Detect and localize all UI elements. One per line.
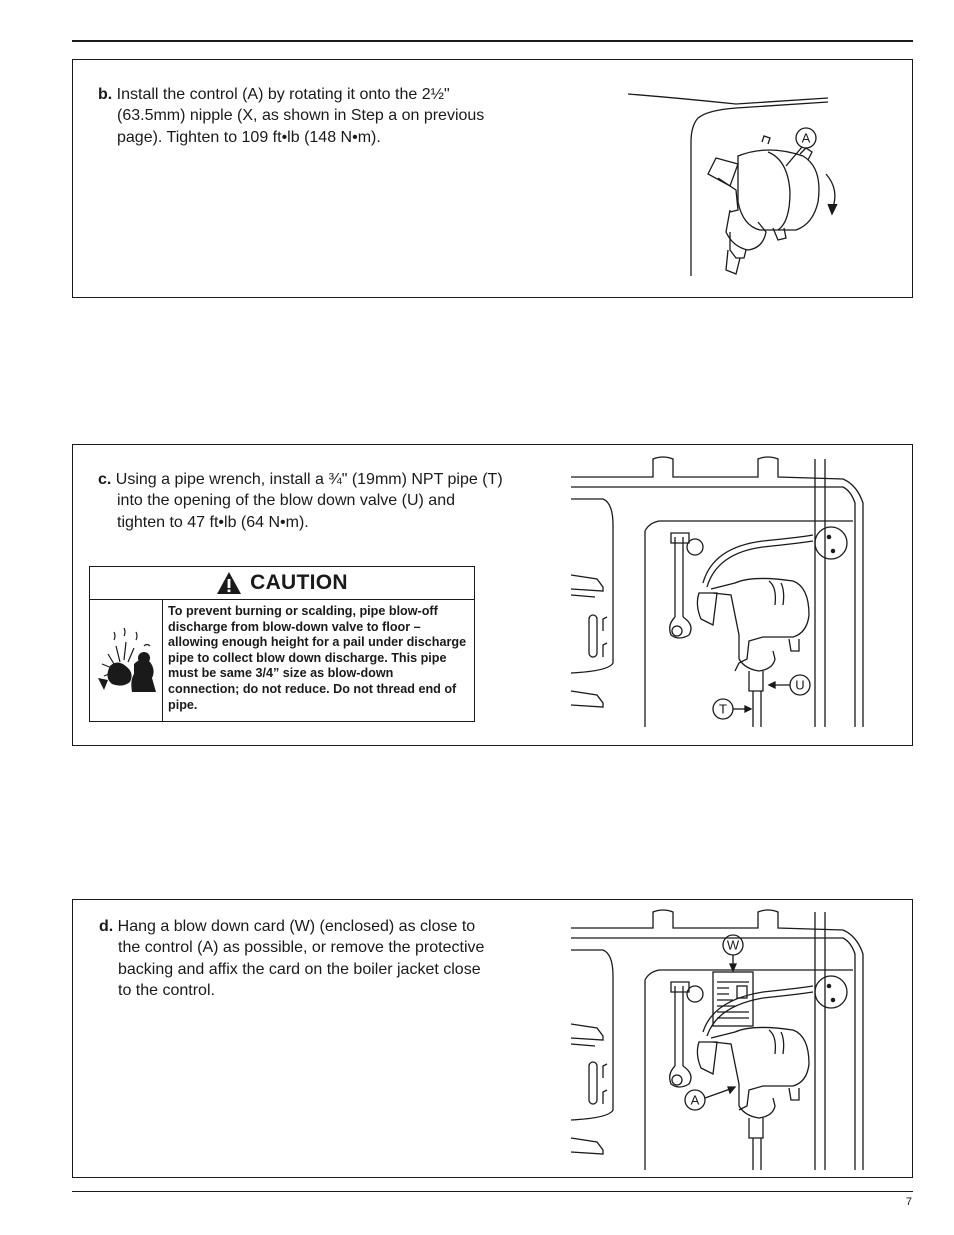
caution-title: CAUTION xyxy=(250,571,348,594)
caution-box: CAUTION To prevent burning or scalding, … xyxy=(89,566,475,722)
caution-header: CAUTION xyxy=(90,567,474,600)
header-rule xyxy=(72,40,913,42)
control-install-illustration: A xyxy=(627,93,838,276)
blowdown-card-illustration: W A xyxy=(570,909,864,1170)
step-d-letter: d. xyxy=(99,918,114,935)
caution-text: To prevent burning or scalding, pipe blo… xyxy=(168,604,467,712)
step-c-panel: c. Using a pipe wrench, install a ¾" (19… xyxy=(72,444,913,746)
steam-burn-hazard-icon xyxy=(98,627,156,692)
pictogram-cell xyxy=(90,600,163,721)
step-b-panel: b. Install the control (A) by rotating i… xyxy=(72,59,913,298)
warning-triangle-icon xyxy=(217,572,242,594)
callout-a-label: A xyxy=(802,131,811,146)
callout-w-label: W xyxy=(727,938,740,953)
step-b-letter: b. xyxy=(98,86,113,103)
step-c-letter: c. xyxy=(98,471,112,488)
step-d-instruction: d. Hang a blow down card (W) (enclosed) … xyxy=(99,916,488,1001)
step-b-instruction: b. Install the control (A) by rotating i… xyxy=(98,84,517,148)
step-d-panel: d. Hang a blow down card (W) (enclosed) … xyxy=(72,899,913,1178)
footer-rule xyxy=(72,1191,913,1192)
blowdown-pipe-illustration: U T xyxy=(570,456,864,727)
page-number: 7 xyxy=(905,1196,912,1208)
callout-a-label: A xyxy=(691,1093,700,1108)
callout-u-label: U xyxy=(795,678,804,693)
callout-t-label: T xyxy=(719,702,727,717)
step-b-text: Install the control (A) by rotating it o… xyxy=(112,86,485,146)
step-c-instruction: c. Using a pipe wrench, install a ¾" (19… xyxy=(98,469,507,533)
step-c-text: Using a pipe wrench, install a ¾" (19mm)… xyxy=(111,471,503,531)
step-d-text: Hang a blow down card (W) (enclosed) as … xyxy=(113,918,485,999)
